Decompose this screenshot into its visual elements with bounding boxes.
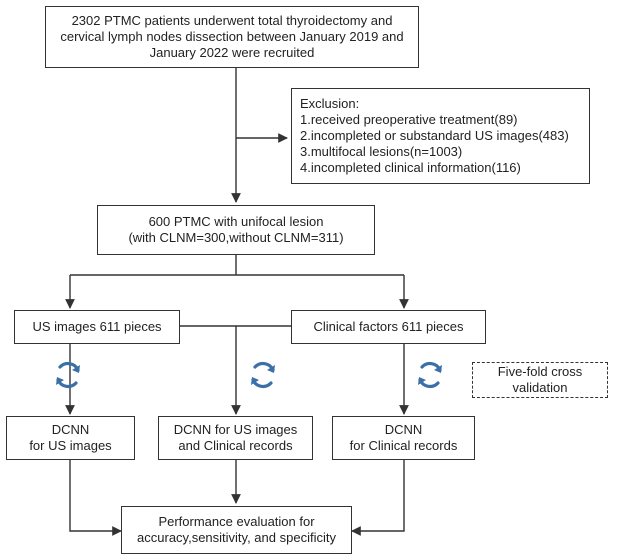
box-text-line: US images 611 pieces <box>32 319 162 334</box>
box-text-line: DCNN <box>384 422 423 437</box>
exclusion-criterion: 2.incompleted or substandard US images(4… <box>300 128 569 143</box>
clinical-factors-box: Clinical factors 611 pieces <box>291 310 486 344</box>
box-text-line: Five-fold cross <box>497 364 583 379</box>
box-text-line: (with CLNM=300,without CLNM=311) <box>128 230 344 245</box>
box-text-line: for US images <box>29 438 112 453</box>
box-text-line: validation <box>512 380 568 395</box>
box-text-line: 600 PTMC with unifocal lesion <box>148 214 324 229</box>
exclusion-criterion: 4.incompleted clinical information(116) <box>300 160 521 175</box>
box-text-line: Performance evaluation for <box>158 514 315 529</box>
box-text-line: January 2022 were recruited <box>149 45 315 60</box>
box-text-line: Clinical factors 611 pieces <box>313 319 464 334</box>
exclusion-criterion: 3.multifocal lesions(n=1003) <box>300 144 463 159</box>
box-text-line: 2302 PTMC patients underwent total thyro… <box>71 13 393 28</box>
refresh-cycle-icon <box>56 361 80 389</box>
exclusion-criterion: 1.received preoperative treatment(89) <box>300 112 518 127</box>
refresh-cycle-icon <box>418 361 442 389</box>
recruitment-box: 2302 PTMC patients underwent total thyro… <box>45 6 419 68</box>
box-text-line: for Clinical records <box>349 438 458 453</box>
us-images-box: US images 611 pieces <box>14 310 180 344</box>
refresh-cycle-icon <box>251 361 275 389</box>
exclusion-heading: Exclusion: <box>300 96 360 111</box>
cohort-box: 600 PTMC with unifocal lesion (with CLNM… <box>97 205 375 255</box>
dcnn-combined-box: DCNN for US images and Clinical records <box>158 416 313 460</box>
box-text-line: cervical lymph nodes dissection between … <box>60 29 404 44</box>
box-text-line: accuracy,sensitivity, and specificity <box>137 530 336 545</box>
arrow-dcnn-us-to-evaluation <box>69 460 122 536</box>
cross-validation-note: Five-fold cross validation <box>472 362 608 398</box>
dcnn-clinical-box: DCNN for Clinical records <box>332 416 475 460</box>
exclusion-box: Exclusion: 1.received preoperative treat… <box>291 88 590 184</box>
arrow-dcnn-clinical-to-evaluation <box>351 460 405 536</box>
dcnn-us-box: DCNN for US images <box>6 416 135 460</box>
evaluation-box: Performance evaluation for accuracy,sens… <box>121 506 352 554</box>
box-text-line: DCNN <box>51 422 90 437</box>
box-text-line: and Clinical records <box>178 438 293 453</box>
box-text-line: DCNN for US images <box>173 422 298 437</box>
